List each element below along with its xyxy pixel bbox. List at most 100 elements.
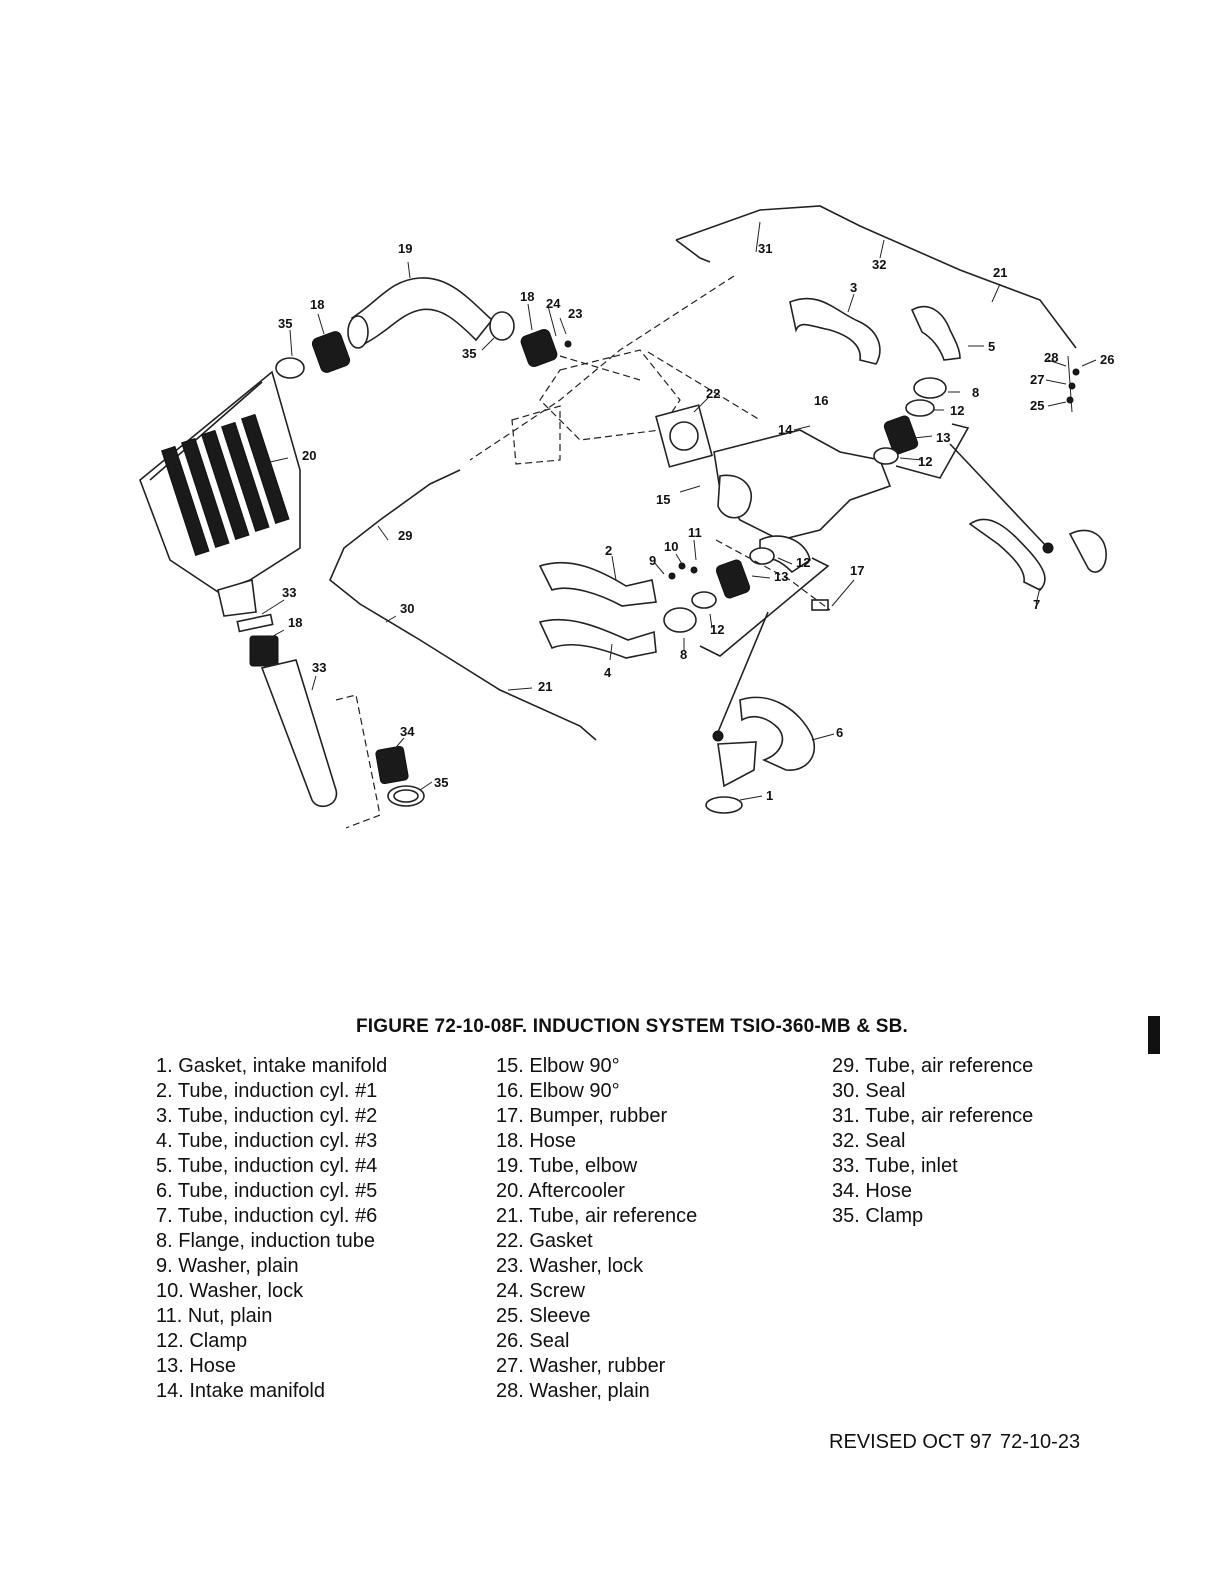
- callout-18: 18: [288, 615, 302, 630]
- parts-list-item: 34. Hose: [832, 1180, 913, 1202]
- callout-13: 13: [774, 569, 788, 584]
- parts-list-item: 19. Tube, elbow: [496, 1155, 638, 1177]
- parts-list-item: 10. Washer, lock: [156, 1280, 304, 1302]
- parts-list-item: 25. Sleeve: [496, 1305, 591, 1327]
- parts-list-item: 7. Tube, induction cyl. #6: [156, 1205, 378, 1227]
- parts-list-column-1: 1. Gasket, intake manifold 2. Tube, indu…: [156, 1054, 387, 1404]
- callout-29: 29: [398, 528, 412, 543]
- callout-21: 21: [538, 679, 552, 694]
- callout-35: 35: [434, 775, 448, 790]
- air-reference-tubes-drawing: [329, 205, 1077, 741]
- callout-30: 30: [400, 601, 414, 616]
- revision-date: REVISED OCT 97: [829, 1431, 993, 1453]
- induction-system-exploded-diagram: 1 2 3 4 5 6 7 8 8 9 10 11 12 12 12 12 13…: [139, 205, 1114, 829]
- parts-list-item: 13. Hose: [156, 1355, 237, 1377]
- figure-title: FIGURE 72-10-08F. INDUCTION SYSTEM TSIO-…: [356, 1016, 908, 1037]
- revision-bar: [1148, 1016, 1160, 1054]
- page-number: 72-10-23: [1000, 1431, 1081, 1453]
- parts-list-item: 16. Elbow 90°: [496, 1080, 620, 1102]
- callout-14: 14: [778, 422, 793, 437]
- page-footer: REVISED OCT 97 72-10-23: [829, 1431, 1080, 1454]
- parts-list-item: 31. Tube, air reference: [832, 1105, 1034, 1127]
- parts-list-item: 30. Seal: [832, 1080, 906, 1102]
- parts-list-column-3: 29. Tube, air reference 30. Seal 31. Tub…: [832, 1054, 1033, 1229]
- callout-23: 23: [568, 306, 582, 321]
- callout-7: 7: [1033, 597, 1040, 612]
- parts-list-item: 29. Tube, air reference: [832, 1055, 1034, 1077]
- aftercooler-drawing: [139, 370, 301, 617]
- callout-4: 4: [604, 665, 612, 680]
- parts-list-item: 1. Gasket, intake manifold: [156, 1055, 388, 1077]
- callout-5: 5: [988, 339, 995, 354]
- callout-18: 18: [310, 297, 324, 312]
- callout-9: 9: [649, 553, 656, 568]
- callout-2: 2: [605, 543, 612, 558]
- callout-16: 16: [814, 393, 828, 408]
- callout-18: 18: [520, 289, 534, 304]
- parts-list-column-2: 15. Elbow 90° 16. Elbow 90° 17. Bumper, …: [496, 1054, 697, 1404]
- parts-list-item: 3. Tube, induction cyl. #2: [156, 1105, 378, 1127]
- callout-leaders: [261, 221, 1097, 801]
- callout-25: 25: [1030, 398, 1044, 413]
- parts-list-item: 35. Clamp: [832, 1205, 924, 1227]
- callout-15: 15: [656, 492, 670, 507]
- callout-12: 12: [918, 454, 932, 469]
- callout-11: 11: [688, 525, 702, 540]
- parts-list-item: 5. Tube, induction cyl. #4: [156, 1155, 378, 1177]
- induction-tubes-drawing: [538, 297, 1107, 814]
- parts-list-item: 26. Seal: [496, 1330, 570, 1352]
- callout-22: 22: [706, 386, 720, 401]
- parts-list-item: 14. Intake manifold: [156, 1380, 325, 1402]
- parts-list-item: 15. Elbow 90°: [496, 1055, 620, 1077]
- parts-list-item: 9. Washer, plain: [156, 1255, 299, 1277]
- parts-list-item: 17. Bumper, rubber: [496, 1105, 668, 1127]
- callout-1: 1: [766, 788, 773, 803]
- parts-list-item: 12. Clamp: [156, 1330, 248, 1352]
- elbow-tube-drawing: [275, 277, 558, 379]
- parts-list-item: 2. Tube, induction cyl. #1: [156, 1080, 378, 1102]
- parts-list-item: 22. Gasket: [496, 1230, 593, 1252]
- callout-28: 28: [1044, 350, 1058, 365]
- parts-list-item: 33. Tube, inlet: [832, 1155, 958, 1177]
- callout-19: 19: [398, 241, 412, 256]
- callout-27: 27: [1030, 372, 1044, 387]
- callout-12: 12: [950, 403, 964, 418]
- callout-12: 12: [710, 622, 724, 637]
- flanges-clamps-drawing: [663, 377, 1054, 742]
- callout-33: 33: [282, 585, 296, 600]
- callout-32: 32: [872, 257, 886, 272]
- callout-35: 35: [462, 346, 476, 361]
- callout-17: 17: [850, 563, 864, 578]
- parts-list-item: 4. Tube, induction cyl. #3: [156, 1130, 378, 1152]
- callout-8: 8: [972, 385, 979, 400]
- parts-list-item: 28. Washer, plain: [496, 1380, 650, 1402]
- parts-list-item: 8. Flange, induction tube: [156, 1230, 376, 1252]
- callout-20: 20: [302, 448, 316, 463]
- parts-list-item: 20. Aftercooler: [496, 1180, 625, 1202]
- intake-manifold-drawing: [511, 349, 892, 574]
- callout-3: 3: [850, 280, 857, 295]
- callout-33: 33: [312, 660, 326, 675]
- parts-list-item: 32. Seal: [832, 1130, 906, 1152]
- parts-list-item: 6. Tube, induction cyl. #5: [156, 1180, 378, 1202]
- callout-34: 34: [400, 724, 415, 739]
- parts-list-item: 24. Screw: [496, 1280, 585, 1302]
- callout-13: 13: [936, 430, 950, 445]
- parts-list-item: 21. Tube, air reference: [496, 1205, 698, 1227]
- callout-21: 21: [993, 265, 1007, 280]
- hose-clamp-drawing: [375, 745, 425, 807]
- parts-list-item: 23. Washer, lock: [496, 1255, 644, 1277]
- parts-list-item: 18. Hose: [496, 1130, 577, 1152]
- callout-31: 31: [758, 241, 772, 256]
- small-hardware-drawing: [564, 340, 1080, 580]
- callout-26: 26: [1100, 352, 1114, 367]
- callout-24: 24: [546, 296, 561, 311]
- callout-labels: 1 2 3 4 5 6 7 8 8 9 10 11 12 12 12 12 13…: [278, 241, 1114, 803]
- callout-8: 8: [680, 647, 687, 662]
- parts-list-item: 27. Washer, rubber: [496, 1355, 666, 1377]
- callout-6: 6: [836, 725, 843, 740]
- callout-12: 12: [796, 555, 810, 570]
- callout-10: 10: [664, 539, 678, 554]
- inlet-tube-drawing: [236, 613, 381, 829]
- parts-list-item: 11. Nut, plain: [156, 1305, 273, 1327]
